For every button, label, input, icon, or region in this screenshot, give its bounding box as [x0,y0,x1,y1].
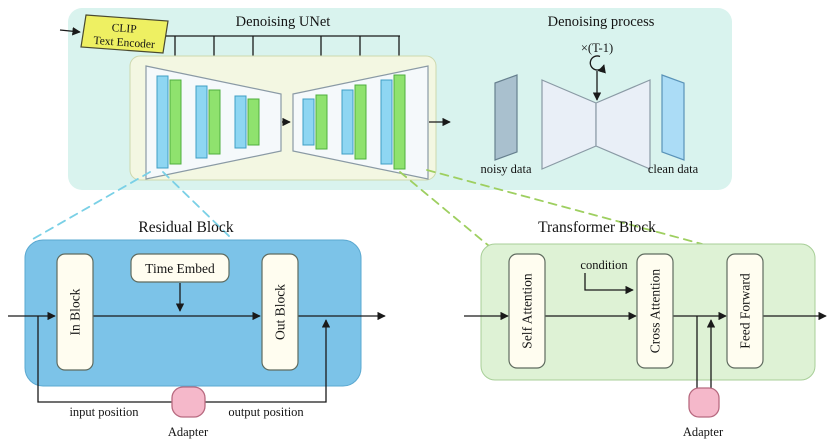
residual-block: Residual Block In Block Time Embed Out B… [8,219,386,439]
loop-count-label: ×(T-1) [581,41,613,55]
zoom-link-blue [32,171,151,240]
resblock-bar [156,75,169,169]
feed-forward-box [726,253,764,369]
zoom-link-blue [162,171,231,238]
output-position-label: output position [228,405,304,419]
residual-block-title: Residual Block [138,219,233,236]
clip-box [80,14,169,54]
time-embed-box [130,253,230,283]
in-block-box [56,253,94,371]
input-position-label: input position [69,405,139,419]
denoising-process-title: Denoising process [548,14,655,30]
resblock-bar [302,98,315,146]
clip-label-line1: CLIP [111,22,137,36]
transformer-bar [315,94,328,150]
unet-title: Denoising UNet [236,14,331,30]
time-embed-label: Time Embed [145,261,215,276]
transformer-bar [354,84,367,160]
zoom-links [32,169,703,247]
clip-label-line2: Text Encoder [93,35,155,51]
self-attention-box [508,253,546,369]
transformer-bar [208,89,221,155]
condition-arrow [584,273,634,295]
residual-adapter-box [171,386,206,418]
transformer-block-title: Transformer Block [538,219,656,236]
out-block-box [261,253,299,371]
clean-data-label: clean data [648,162,699,176]
cross-attention-label: Cross Attention [648,269,663,354]
input-arrow [59,27,81,36]
zoom-link-green [399,171,490,247]
noisy-data-plane [494,74,518,161]
transformer-bar [247,98,260,146]
loop-arrow-icon [589,55,606,74]
denoising-process: ×(T-1) noisy data clean data [480,41,698,176]
noisy-data-label: noisy data [480,162,531,176]
clip-text-encoder: CLIP Text Encoder [80,14,169,54]
out-block-label: Out Block [273,284,288,340]
resblock-bar [234,95,247,149]
feed-forward-label: Feed Forward [738,273,753,349]
residual-adapter-label: Adapter [168,425,209,439]
transformer-bar [393,74,406,170]
transformer-bar [169,79,182,165]
clean-data-plane [661,74,685,161]
resblock-bar [380,79,393,165]
transformer-block: Transformer Block condition Self Attenti… [464,219,827,439]
top-panel: Denoising UNet Denoising process CLIP Te… [59,8,732,190]
zoom-link-green [426,169,703,245]
condition-label: condition [580,258,628,272]
resblock-bar [195,85,208,159]
in-block-label: In Block [68,288,83,335]
unet [129,55,451,181]
self-attention-label: Self Attention [520,273,535,349]
transformer-adapter-label: Adapter [683,425,724,439]
resblock-bar [341,89,354,155]
cross-attention-box [636,253,674,369]
transformer-adapter-box [688,387,720,418]
mini-unet-right [595,79,651,170]
